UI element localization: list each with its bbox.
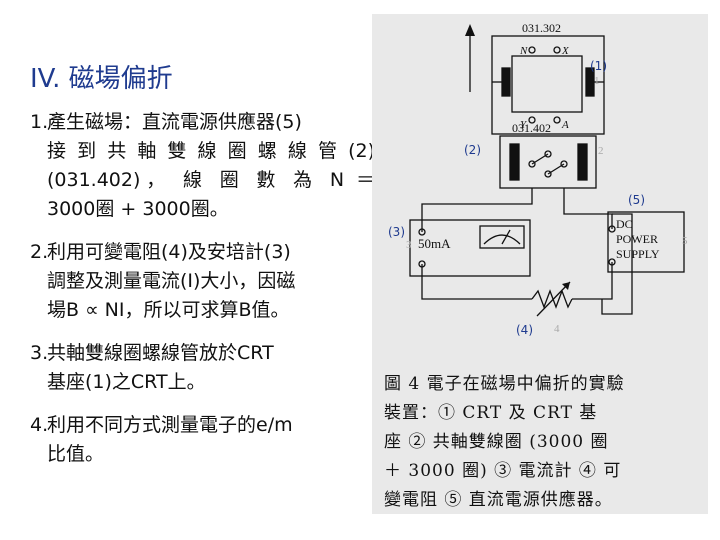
bullet-number: 4. [30,414,49,436]
coil-terminal [528,160,536,168]
coil-terminal [544,170,552,178]
wire [563,188,613,229]
resistor-arrow-head-icon [562,282,570,290]
crt-base-box [491,35,605,135]
faint-mark: 1 [594,75,600,87]
supply-line: POWER [616,232,658,246]
faint-mark: 5 [682,235,688,247]
resistor-arrow [536,281,571,317]
dc-supply-box [607,211,685,273]
pin-y-label: Y [520,119,528,131]
coil-model-label: 031.402 [512,121,551,135]
crt-left-coil [501,67,511,97]
bullet-line: 比值。 [47,443,105,465]
slide-title: IV. 磁場偏折 [30,64,173,94]
crt-terminal-a [553,116,561,124]
arrow-up-icon [465,24,475,36]
circuit-diagram: 031.302 N X Y A 031.402 50mA DC POWER SU… [388,21,688,337]
faint-mark: 2 [598,145,604,157]
pin-a-label: A [561,119,569,131]
bullet-line: 利用可變電阻(4)及安培計(3) [47,241,291,263]
figure-caption: 圖 4 電子在磁場中偏折的實驗 裝置：① CRT 及 CRT 基 座 ② 共軸雙… [384,370,696,515]
ammeter-needle [501,229,511,245]
ammeter-label: 50mA [418,236,451,251]
ammeter-dial [479,225,525,249]
wire [572,262,613,300]
tag-resistor: (4) [516,323,533,337]
tag-supply: (5) [628,193,645,207]
ammeter-terminal [418,228,426,236]
tag-ammeter: (3) [388,225,405,239]
caption-line: 座 ② 共軸雙線圈 (3000 圈 [384,432,609,452]
supply-line: SUPPLY [616,247,660,261]
bullet-number: 2. [30,241,49,263]
faint-mark: 4 [554,323,560,335]
bullet-item: 4. 利用不同方式測量電子的e/m 比值。 [30,411,375,469]
crt-model-label: 031.302 [522,21,561,35]
coil-terminal [544,150,552,158]
ammeter-scale [483,234,521,245]
bullet-line: 共軸雙線圈螺線管放於CRT [47,342,274,364]
coil-terminal [560,160,568,168]
apparatus-figure: 031.302 N X Y A 031.402 50mA DC POWER SU… [372,14,708,514]
resistor-zigzag [531,289,573,309]
bullet-item: 1. 產生磁場：直流電源供應器(5) 接到共軸雙線圈螺線管(2) (031.40… [30,108,375,224]
bullet-line: 場B ∝ NI，所以可求算B值。 [47,299,290,321]
coil-left-winding [509,143,520,181]
bullet-item: 3. 共軸雙線圈螺線管放於CRT 基座(1)之CRT上。 [30,339,375,397]
crt-terminal-x [553,46,561,54]
caption-line: ＋ 3000 圈) ③ 電流計 ④ 可 [384,461,622,481]
crt-tube-box [511,55,583,113]
supply-terminal [608,225,616,233]
wire [421,188,533,232]
pin-n-label: N [519,45,528,57]
bullet-item: 2. 利用可變電阻(4)及安培計(3) 調整及測量電流(I)大小，因磁 場B ∝… [30,238,375,325]
bullet-number: 3. [30,342,49,364]
caption-line: 圖 4 電子在磁場中偏折的實驗 [384,374,625,394]
caption-line: 裝置：① CRT 及 CRT 基 [384,403,598,423]
bullet-line: 調整及測量電流(I)大小，因磁 [47,270,296,292]
bullet-list: 1. 產生磁場：直流電源供應器(5) 接到共軸雙線圈螺線管(2) (031.40… [30,108,375,483]
caption-line: 變電阻 ⑤ 直流電源供應器。 [384,490,613,510]
bullet-number: 1. [30,111,49,133]
faint-mark: 3 [406,239,412,251]
coil-box [499,135,597,189]
tag-crt: (1) [590,59,607,73]
crt-terminal-n [528,46,536,54]
coil-right-winding [577,143,588,181]
bullet-line: 產生磁場：直流電源供應器(5) [47,111,302,133]
wire [421,264,532,300]
crt-terminal-y [528,116,536,124]
supply-line: DC [616,217,633,231]
bullet-line: 3000圈 + 3000圈。 [47,198,229,220]
bullet-line: 接到共軸雙線圈螺線管(2) [47,140,375,162]
bullet-line: (031.402)， 線 圈 數 為 N ＝ [47,169,375,191]
wire [601,213,633,315]
ammeter-box [409,219,531,277]
bullet-line: 基座(1)之CRT上。 [47,371,206,393]
bullet-line: 利用不同方式測量電子的e/m [47,414,293,436]
pin-x-label: X [561,45,570,57]
tag-coil: (2) [464,143,481,157]
